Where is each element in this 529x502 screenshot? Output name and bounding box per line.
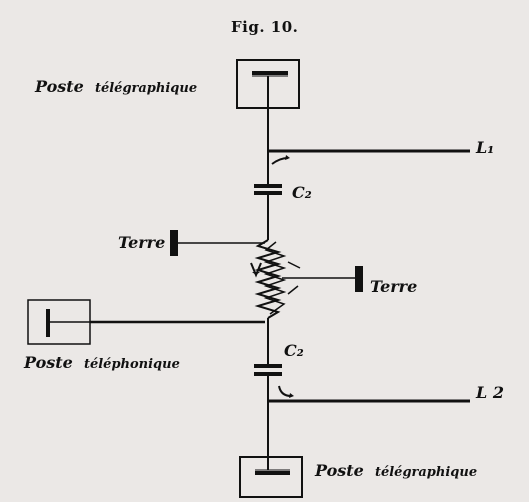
svg-text:Poste téléphonique: Poste téléphonique: [23, 353, 180, 372]
bottom-station-label-type: télégraphique: [375, 465, 477, 480]
arrowhead-icon: [285, 155, 290, 160]
current-arrow-icon: [278, 385, 292, 397]
earth-right-plate: [355, 266, 363, 292]
bottom-telegraph-station: [239, 456, 303, 498]
top-station-label-poste: Poste: [34, 77, 84, 96]
earth-right-label: Terre: [370, 277, 417, 296]
capacitor-c1-label: C₂: [292, 183, 312, 202]
figure-title: Fig. 10.: [231, 18, 298, 36]
svg-text:Poste télégraphique: Poste télégraphique: [314, 461, 477, 480]
top-station-label-type: télégraphique: [95, 81, 197, 96]
capacitor-c1: [254, 184, 282, 195]
capacitor-c2: [254, 364, 282, 376]
bottom-station-label-poste: Poste: [314, 461, 364, 480]
phone-station-label-type: téléphonique: [84, 357, 180, 372]
line-l1-label: L₁: [475, 138, 494, 157]
earth-left-plate: [170, 230, 178, 256]
transformer-coil: [250, 239, 301, 319]
svg-text:Poste télégraphique: Poste télégraphique: [34, 77, 197, 96]
telephone-station: [27, 299, 91, 345]
line-l2-label: L 2: [475, 383, 504, 402]
capacitor-c2-label: C₂: [284, 341, 304, 360]
phone-station-label-poste: Poste: [23, 353, 73, 372]
arrowhead-icon: [289, 393, 294, 398]
earth-left-label: Terre: [118, 233, 165, 252]
